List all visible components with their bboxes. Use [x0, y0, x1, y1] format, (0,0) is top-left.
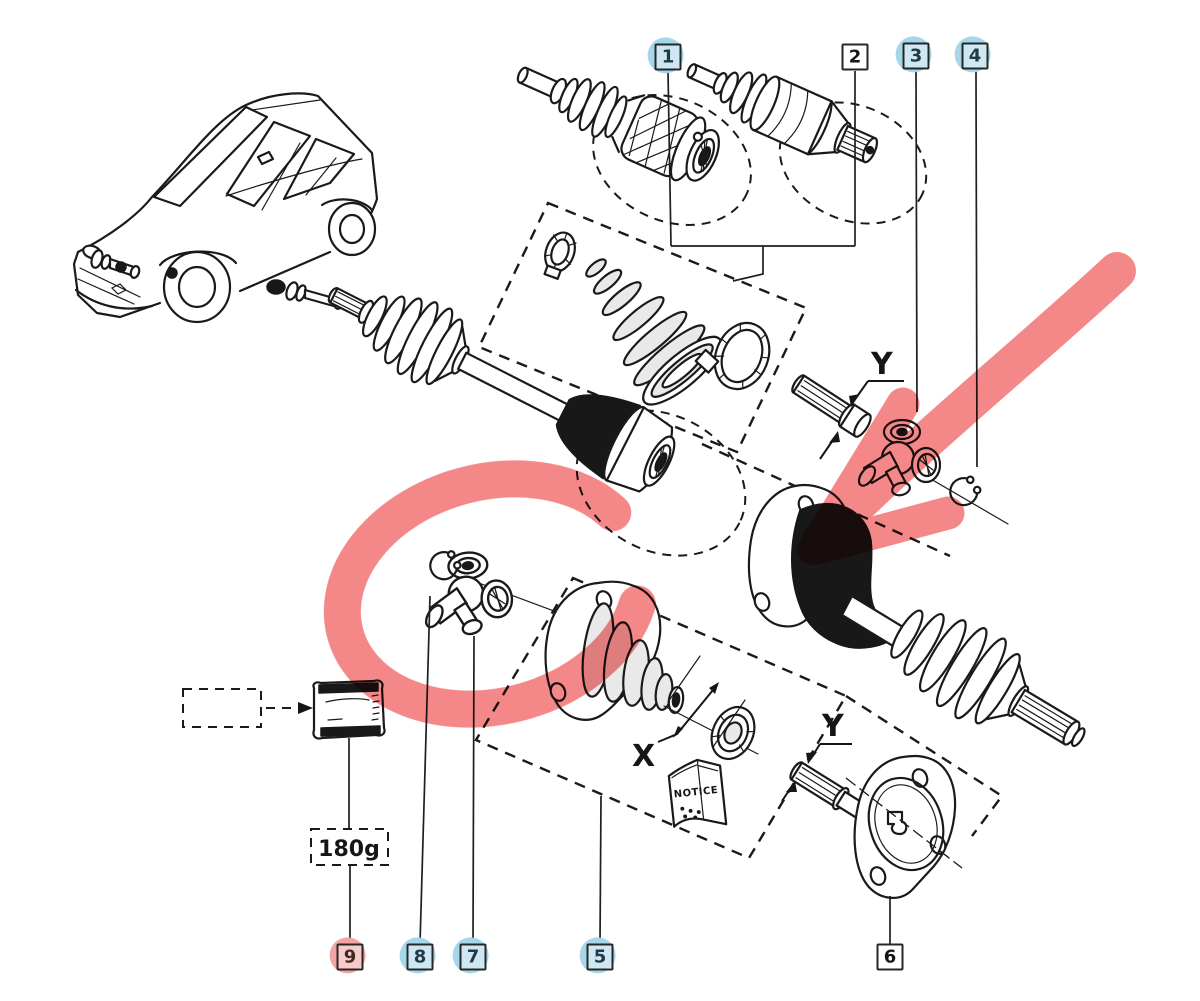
callout-1[interactable]: 1 [647, 36, 684, 73]
kit-box-extension [845, 694, 1004, 837]
red-marker-annotations [323, 252, 1136, 728]
grease-sachet-group: 180g [182, 679, 389, 866]
circlip-part8 [429, 550, 462, 581]
callout-7[interactable]: 7 [452, 936, 489, 973]
callout-number: 8 [406, 943, 434, 971]
boot-kit-box-upper [477, 201, 808, 454]
highlight-halo [399, 936, 436, 973]
dimension-y-upper: Y [819, 347, 904, 460]
callout-5[interactable]: 5 [579, 936, 616, 973]
callout-number: 5 [586, 943, 614, 971]
small-clamp [543, 231, 577, 280]
notice-label: NOTICE [673, 785, 718, 801]
driveshaft-middle [327, 286, 676, 493]
callout-number: 2 [841, 43, 869, 71]
red-arrow-barb-top [799, 387, 920, 563]
callout-number: 1 [654, 43, 682, 71]
car-axle-doodle-left [90, 249, 178, 279]
flange-part6 [845, 754, 963, 899]
svg-text:Y: Y [870, 347, 894, 382]
callout-number: 3 [902, 42, 930, 70]
highlight-halo [954, 35, 991, 72]
callout-9[interactable]: 9 [329, 936, 366, 973]
svg-text:X: X [632, 739, 655, 774]
driveshaft-end-part2 [686, 63, 879, 164]
callout-4[interactable]: 4 [954, 35, 991, 72]
arrowhead [298, 702, 313, 714]
dimension-x: X [632, 655, 746, 774]
spider-joint-part7 [424, 551, 514, 636]
dimension-y-lower: Y [781, 709, 852, 802]
large-clamp [694, 321, 771, 391]
callout-number: 4 [961, 42, 989, 70]
callout-number: 9 [336, 943, 364, 971]
highlight-halo [647, 36, 684, 73]
bracket-1-2 [671, 245, 855, 282]
callout-6[interactable]: 6 [876, 943, 904, 971]
callout-8[interactable]: 8 [399, 936, 436, 973]
callout-3[interactable]: 3 [895, 35, 932, 72]
grease-weight-label: 180g [318, 837, 380, 862]
red-arrow-barb-right [797, 496, 965, 566]
empty-dashed-box [182, 688, 262, 728]
highlight-halo [452, 936, 489, 973]
callout-2[interactable]: 2 [841, 43, 869, 71]
highlight-halo [579, 936, 616, 973]
bearing-ring [710, 706, 756, 760]
car-illustration [72, 92, 379, 324]
notice-booklet: NOTICE [667, 758, 728, 828]
highlight-halo [895, 35, 932, 72]
boot-kit-box-lower [474, 576, 848, 860]
circlip-part4 [949, 475, 982, 507]
callout-number: 7 [459, 943, 487, 971]
driveshaft-end-part1 [516, 66, 720, 182]
stub-shaft-upper [791, 374, 872, 438]
kit-boot [585, 258, 723, 406]
red-circle-annotation [323, 460, 661, 728]
callout-number: 6 [876, 943, 904, 971]
svg-text:Y: Y [821, 709, 845, 744]
